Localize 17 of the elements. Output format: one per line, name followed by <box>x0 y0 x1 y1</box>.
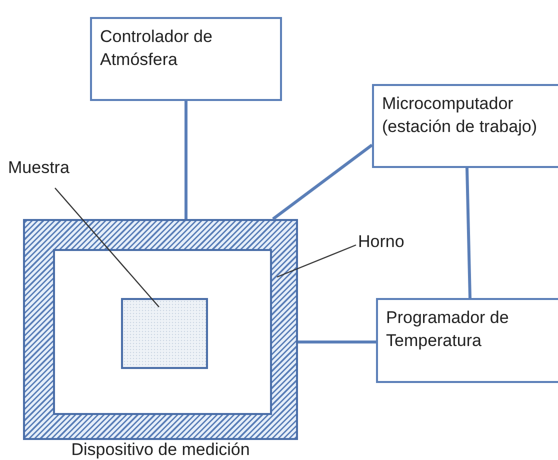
box-label: Programador de Temperatura <box>386 307 510 352</box>
connector-line <box>184 101 188 219</box>
process-box <box>372 84 558 168</box>
box-label: Controlador de Atmósfera <box>100 26 214 71</box>
connector-line <box>298 340 376 344</box>
leader-line <box>54 188 160 308</box>
sample-box <box>121 298 208 369</box>
furnace-chamber <box>53 249 272 415</box>
leader-line <box>276 244 356 278</box>
callout-label: Muestra <box>8 157 70 179</box>
device-caption: Dispositivo de medición <box>70 439 251 460</box>
connector-line <box>466 168 472 298</box>
process-box <box>90 17 282 101</box>
process-box <box>376 298 558 383</box>
callout-label: Horno <box>358 231 406 253</box>
connector-line <box>272 144 373 220</box>
box-label: Microcomputador (estación de trabajo) <box>382 93 538 138</box>
